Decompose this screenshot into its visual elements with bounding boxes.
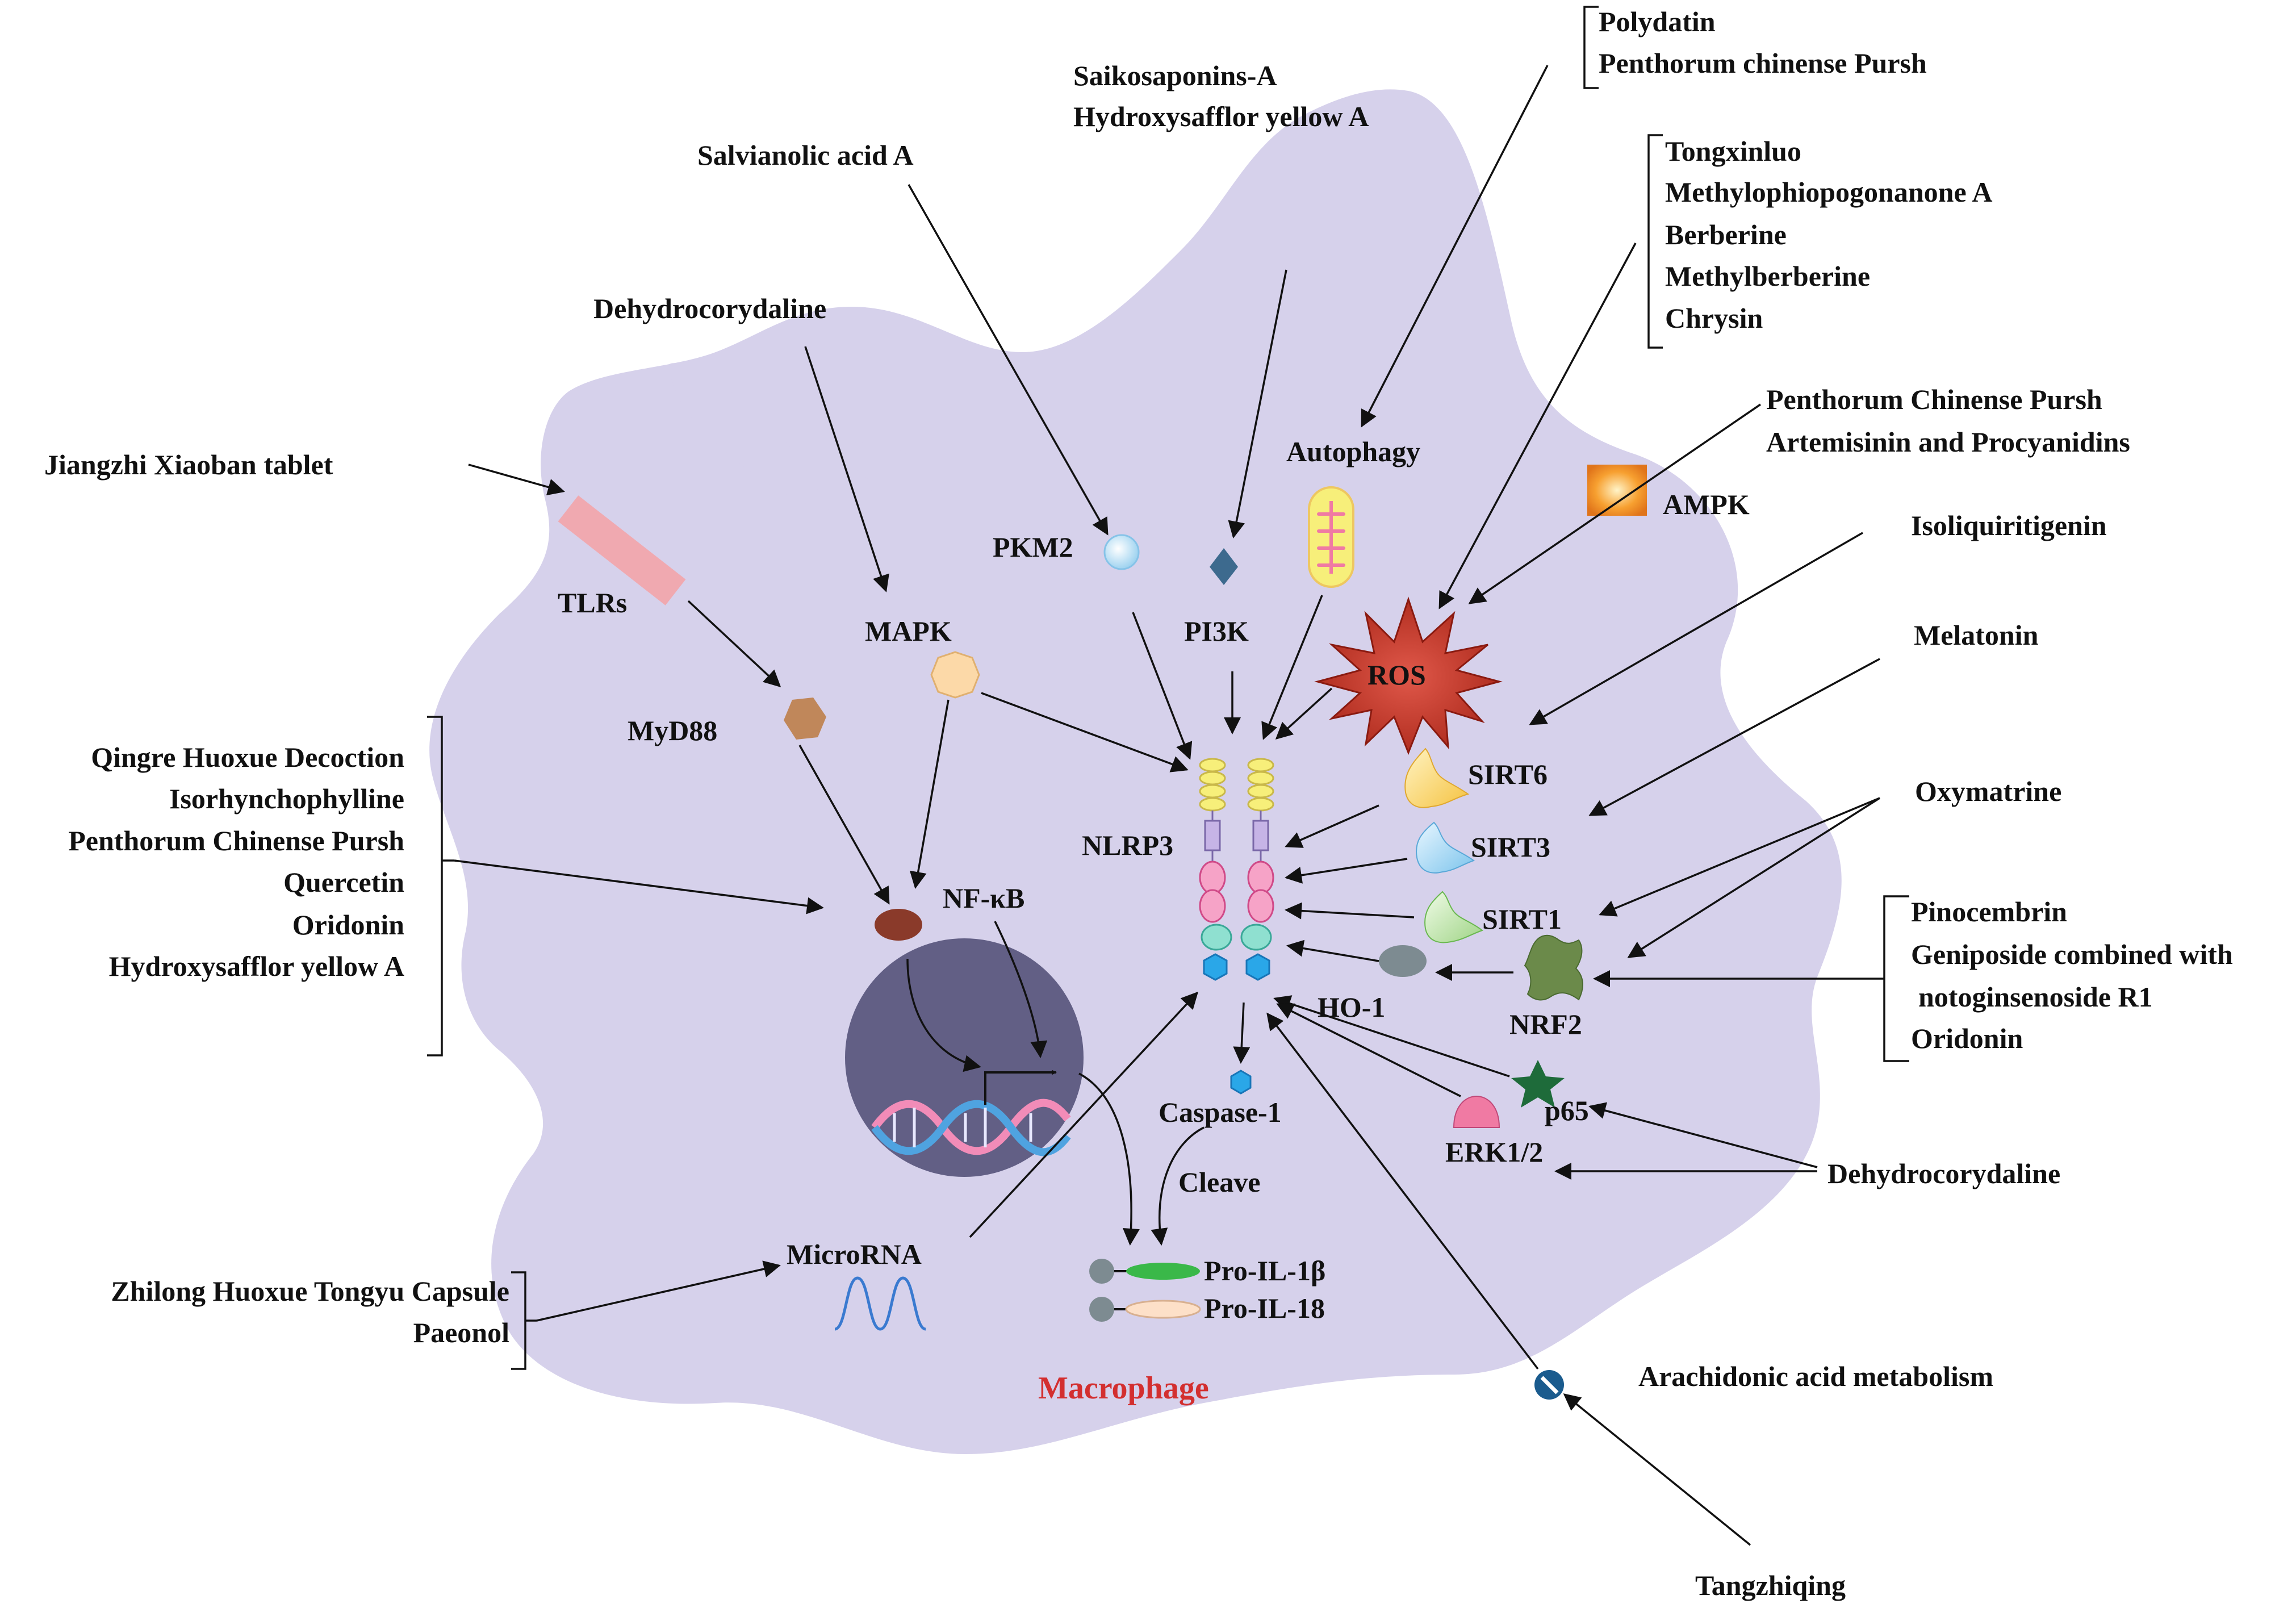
compound-chrysin: Chrysin <box>1665 302 1763 334</box>
cleave-label: Cleave <box>1178 1166 1260 1198</box>
compound-isorhynchophylline: Isorhynchophylline <box>169 783 404 815</box>
bracket-polydatin <box>1583 6 1599 89</box>
bracket-nrf2-group <box>1868 895 1909 1062</box>
compound-salvianolic: Salvianolic acid A <box>697 139 914 171</box>
compound-penthorum-top: Penthorum chinense Pursh <box>1599 47 1927 79</box>
ho1-icon <box>1379 945 1427 977</box>
mapk-label: MAPK <box>865 615 952 647</box>
compound-pinocembrin: Pinocembrin <box>1911 896 2067 928</box>
compound-methylberberine: Methylberberine <box>1665 260 1870 292</box>
compound-oridonin-left: Oridonin <box>292 909 404 941</box>
dna-helix-icon <box>871 1099 1071 1156</box>
compound-geniposide: Geniposide combined with <box>1911 938 2233 970</box>
nlrp3-label: NLRP3 <box>1082 829 1173 861</box>
compound-dehydrocorydaline-bottom: Dehydrocorydaline <box>1827 1158 2060 1189</box>
nfkb-label: NF-κB <box>943 882 1024 914</box>
ho1-label: HO-1 <box>1318 991 1385 1023</box>
cell-protrusion-upper <box>852 442 937 493</box>
transcription-arrow <box>984 1070 1057 1105</box>
nfkb-icon <box>875 909 922 941</box>
compound-artemisinin: Artemisinin and Procyanidins <box>1766 426 2130 458</box>
p65-label: p65 <box>1545 1095 1589 1126</box>
tlrs-label: TLRs <box>558 587 627 619</box>
tlrs-receptor-icon <box>558 495 686 605</box>
caspase1-label: Caspase-1 <box>1159 1096 1282 1128</box>
pi3k-icon <box>1210 548 1238 585</box>
arachidonic-acid-icon <box>1534 1370 1564 1400</box>
bracket-nfkb-group <box>427 716 454 1056</box>
myd88-icon <box>784 698 826 740</box>
sirt6-icon <box>1404 747 1470 808</box>
autophagy-label: Autophagy <box>1286 436 1420 467</box>
sirt3-icon <box>1416 821 1475 874</box>
ros-label: ROS <box>1367 659 1426 691</box>
bracket-microrna-group <box>511 1271 537 1370</box>
mapk-icon <box>930 651 980 699</box>
ampk-icon <box>1587 465 1647 516</box>
arrows <box>454 65 1880 1546</box>
compound-tangzhiqing: Tangzhiqing <box>1695 1569 1846 1601</box>
erk12-icon <box>1453 1095 1500 1128</box>
microrna-wave-icon <box>834 1276 926 1331</box>
compound-oxymatrine: Oxymatrine <box>1915 775 2061 807</box>
autophagy-icon <box>1308 486 1354 588</box>
compound-jiangzhi: Jiangzhi Xiaoban tablet <box>44 449 333 481</box>
compound-notoginsenoside: notoginsenoside R1 <box>1918 981 2153 1013</box>
nrf2-label: NRF2 <box>1509 1008 1582 1040</box>
compound-quercetin: Quercetin <box>283 866 404 898</box>
compound-penthorum-left: Penthorum Chinense Pursh <box>68 825 404 857</box>
nlrp3-inflammasome-icon <box>1199 758 1274 981</box>
compound-berberine: Berberine <box>1665 219 1787 250</box>
compound-polydatin: Polydatin <box>1599 6 1716 37</box>
compound-dehydrocorydaline-top: Dehydrocorydaline <box>593 293 826 324</box>
compound-saikosaponins: Saikosaponins-A <box>1073 60 1277 91</box>
sirt3-label: SIRT3 <box>1471 831 1550 863</box>
compound-qingre: Qingre Huoxue Decoction <box>91 741 404 773</box>
cell-protrusion-left <box>668 363 829 511</box>
erk12-label: ERK1/2 <box>1445 1136 1543 1168</box>
pkm2-icon <box>1103 534 1140 570</box>
pro-il18-label: Pro-IL-18 <box>1204 1292 1325 1324</box>
macrophage-label: Macrophage <box>1038 1371 1209 1406</box>
sirt1-icon <box>1424 891 1484 943</box>
compound-hydroxysafflor-top: Hydroxysafflor yellow A <box>1073 101 1369 132</box>
pkm2-label: PKM2 <box>993 531 1073 563</box>
compound-hydroxysafflor-left: Hydroxysafflor yellow A <box>109 950 404 982</box>
compound-oridonin-right: Oridonin <box>1911 1022 2023 1054</box>
bracket-tongxinluo <box>1647 134 1663 349</box>
compound-penthorum-ampk: Penthorum Chinense Pursh <box>1766 383 2102 415</box>
sirt1-label: SIRT1 <box>1482 903 1562 935</box>
nrf2-icon <box>1524 934 1583 1001</box>
pro-il18-icon <box>1089 1297 1201 1322</box>
p65-icon <box>1511 1060 1565 1108</box>
ampk-label: AMPK <box>1663 488 1750 520</box>
sirt6-label: SIRT6 <box>1468 758 1548 790</box>
pro-il1b-icon <box>1089 1259 1200 1284</box>
microrna-label: MicroRNA <box>787 1238 922 1270</box>
compound-isoliquiritigenin: Isoliquiritigenin <box>1911 510 2107 541</box>
compound-tongxinluo: Tongxinluo <box>1665 135 1801 167</box>
arachidonic-label: Arachidonic acid metabolism <box>1638 1360 1993 1392</box>
compound-paeonol: Paeonol <box>413 1317 510 1348</box>
compound-melatonin: Melatonin <box>1914 619 2039 651</box>
pro-il1b-label: Pro-IL-1β <box>1204 1255 1325 1287</box>
pi3k-label: PI3K <box>1184 615 1249 647</box>
ros-icon <box>1314 596 1503 755</box>
caspase1-icon <box>1230 1070 1252 1095</box>
compound-zhilong: Zhilong Huoxue Tongyu Capsule <box>111 1275 509 1307</box>
compound-methylophiopogonanone: Methylophiopogonanone A <box>1665 176 1993 208</box>
myd88-label: MyD88 <box>628 715 717 746</box>
